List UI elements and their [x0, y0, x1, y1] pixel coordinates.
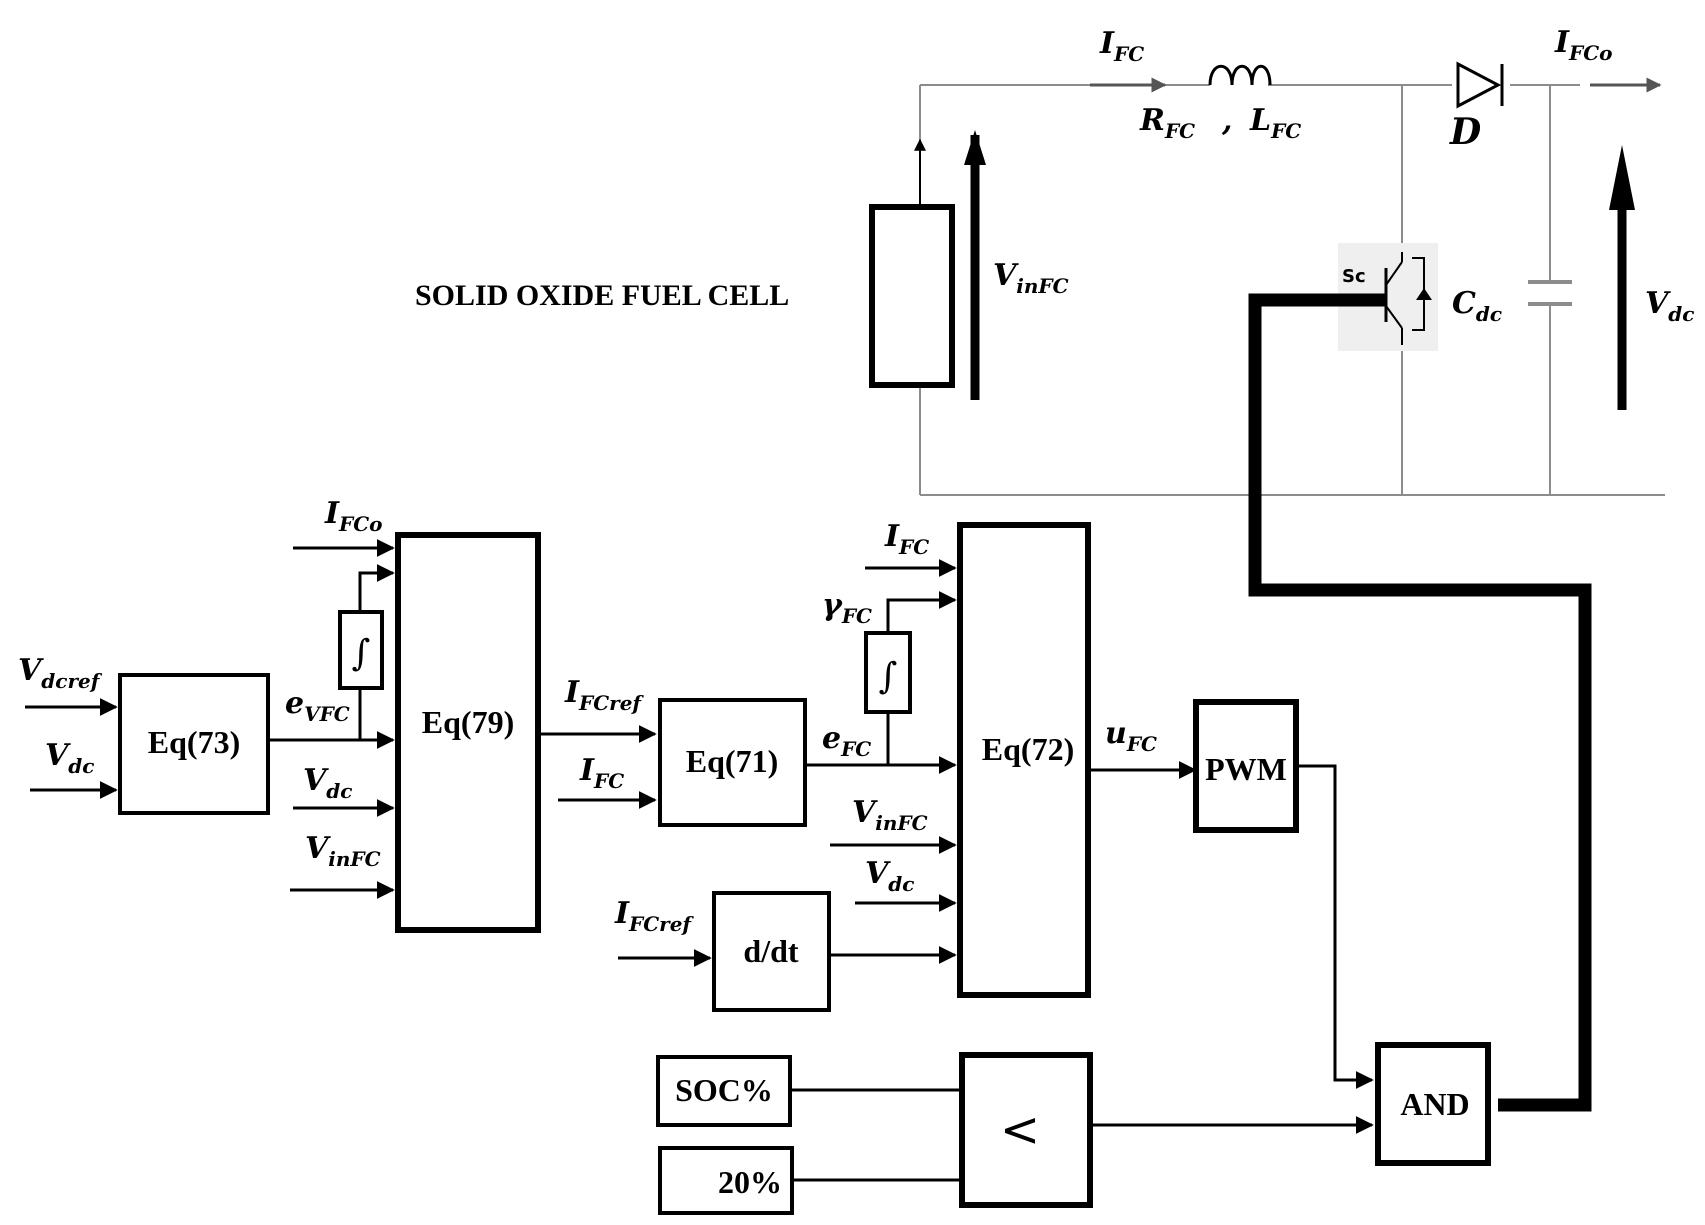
eq73-label: Eq(73) — [148, 724, 240, 760]
v-dcref-label: Vdcref — [18, 653, 103, 693]
gamma-fc-label: γFC — [822, 588, 872, 628]
r-fc-label: RFC — [1139, 103, 1195, 143]
e-fc-label: eFC — [822, 721, 871, 761]
v-dc-eq73-label: Vdc — [45, 738, 94, 778]
eq72-block — [957, 522, 1091, 998]
v-infc-eq72-label: VinFC — [852, 795, 928, 835]
v-dc-eq79-label: Vdc — [303, 763, 352, 803]
and-block — [1375, 1042, 1491, 1166]
comparator-symbol: < — [1000, 1102, 1040, 1158]
soc-block — [656, 1055, 792, 1127]
diode-symbol — [1456, 61, 1504, 109]
eq79-label: Eq(79) — [422, 704, 514, 740]
soc-label: SOC% — [675, 1072, 773, 1108]
igbt-switch-symbol — [1338, 243, 1438, 351]
and-label: AND — [1400, 1086, 1469, 1122]
pwm-block — [1193, 699, 1299, 833]
i-fco-top-label: IFCo — [1554, 25, 1613, 65]
fuel-cell-block — [869, 204, 955, 388]
comparator-block — [959, 1052, 1093, 1208]
switch-label: Sc — [1342, 266, 1366, 287]
ddt-block — [712, 891, 831, 1012]
v-dc-eq72-label: Vdc — [865, 856, 914, 896]
gate-drive-line — [1248, 293, 1592, 1112]
i-fco-ctrl-label: IFCo — [324, 496, 383, 536]
diode-label: D — [1449, 111, 1481, 153]
controller: Eq(73) Vdcref Vdc eVFC ∫ IFCo Vdc VinFC … — [18, 496, 1491, 1215]
eq79-block — [395, 532, 541, 933]
i-fcref-ddt-label: IFCref — [614, 896, 694, 936]
integrator-1-output — [358, 564, 395, 612]
i-fc-eq71-label: IFC — [579, 753, 624, 793]
e-vfc-label: eVFC — [285, 686, 350, 726]
integrator-2-output — [886, 591, 957, 633]
eq73-block — [118, 673, 270, 815]
capacitor-symbol — [1528, 280, 1572, 306]
twenty-percent-label: 20% — [718, 1164, 782, 1200]
r-l-separator: , — [1221, 103, 1232, 138]
c-dc-label: Cdc — [1452, 286, 1502, 326]
power-circuit: SOLID OXIDE FUEL CELL IFC IFCo RFC , LFC… — [415, 25, 1694, 496]
pwm-label: PWM — [1205, 751, 1287, 787]
pwm-to-and-wire — [1296, 764, 1374, 1089]
eq71-label: Eq(71) — [686, 743, 778, 779]
v-infc-circuit-label: VinFC — [993, 258, 1069, 298]
v-dc-circuit-label: Vdc — [1645, 286, 1694, 326]
eq71-block — [658, 698, 807, 827]
solid-oxide-fuel-cell-label: SOLID OXIDE FUEL CELL — [415, 279, 789, 312]
integrator-1-symbol: ∫ — [352, 633, 371, 674]
i-fcref-label: IFCref — [564, 675, 644, 715]
i-fc-eq72-label: IFC — [884, 519, 929, 559]
ddt-label: d/dt — [743, 933, 798, 969]
integrator-1-block — [338, 610, 384, 690]
inductor-coil — [1208, 64, 1272, 86]
eq72-label: Eq(72) — [982, 731, 1074, 767]
u-fc-label: uFC — [1105, 716, 1157, 756]
l-fc-label: LFC — [1249, 103, 1301, 143]
integrator-2-symbol: ∫ — [879, 656, 898, 697]
i-fc-top-label: IFC — [1099, 26, 1144, 66]
v-infc-eq79-label: VinFC — [305, 831, 381, 871]
